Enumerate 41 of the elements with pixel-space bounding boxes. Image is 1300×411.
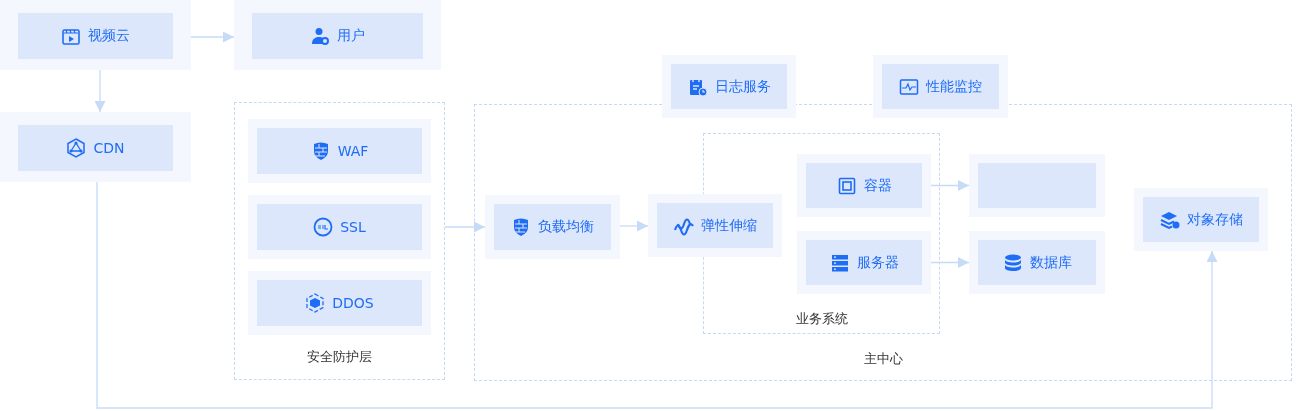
node-panel — [485, 195, 620, 259]
node-label: 日志服务 — [714, 77, 771, 96]
arrow — [619, 220, 649, 232]
node-panel — [797, 231, 931, 294]
group-label: 主中心 — [862, 350, 904, 368]
node-label: 对象存储 — [1186, 210, 1243, 229]
arrow — [930, 180, 970, 191]
arrow — [190, 31, 235, 43]
node-label: 用户 — [337, 27, 365, 45]
node-panel — [969, 231, 1105, 294]
node-label: 数据库 — [1029, 253, 1072, 272]
arrow — [444, 221, 486, 233]
node-panel — [234, 0, 441, 70]
group-label: 安全防护层 — [306, 348, 373, 366]
node-label: DDOS — [332, 295, 374, 311]
node-panel — [0, 112, 191, 182]
dashed-group — [234, 102, 445, 380]
dashed-group — [474, 104, 1292, 381]
node-label: 性能监控 — [926, 77, 982, 96]
node-panel — [248, 119, 431, 183]
node-panel — [969, 154, 1105, 217]
node-label: 负载均衡 — [538, 218, 594, 236]
arrow — [930, 257, 970, 268]
node-panel — [248, 195, 431, 259]
node-panel — [797, 154, 931, 217]
node-panel — [0, 0, 191, 70]
group-label: 业务系统 — [794, 310, 849, 328]
node-panel — [248, 271, 431, 335]
node-label: 服务器 — [856, 253, 899, 272]
arrow — [96, 181, 1218, 409]
node-label: CDN — [93, 140, 125, 156]
arrow — [94, 69, 106, 113]
node-label: 视频云 — [88, 27, 130, 45]
node-panel — [1134, 188, 1268, 251]
node-label: WAF — [337, 143, 369, 159]
node-label: 弹性伸缩 — [700, 216, 757, 235]
node-panel — [662, 55, 796, 118]
node-panel — [648, 194, 782, 257]
node-label: SSL — [340, 219, 366, 235]
node-panel — [873, 55, 1008, 118]
node-label: 容器 — [863, 176, 892, 195]
